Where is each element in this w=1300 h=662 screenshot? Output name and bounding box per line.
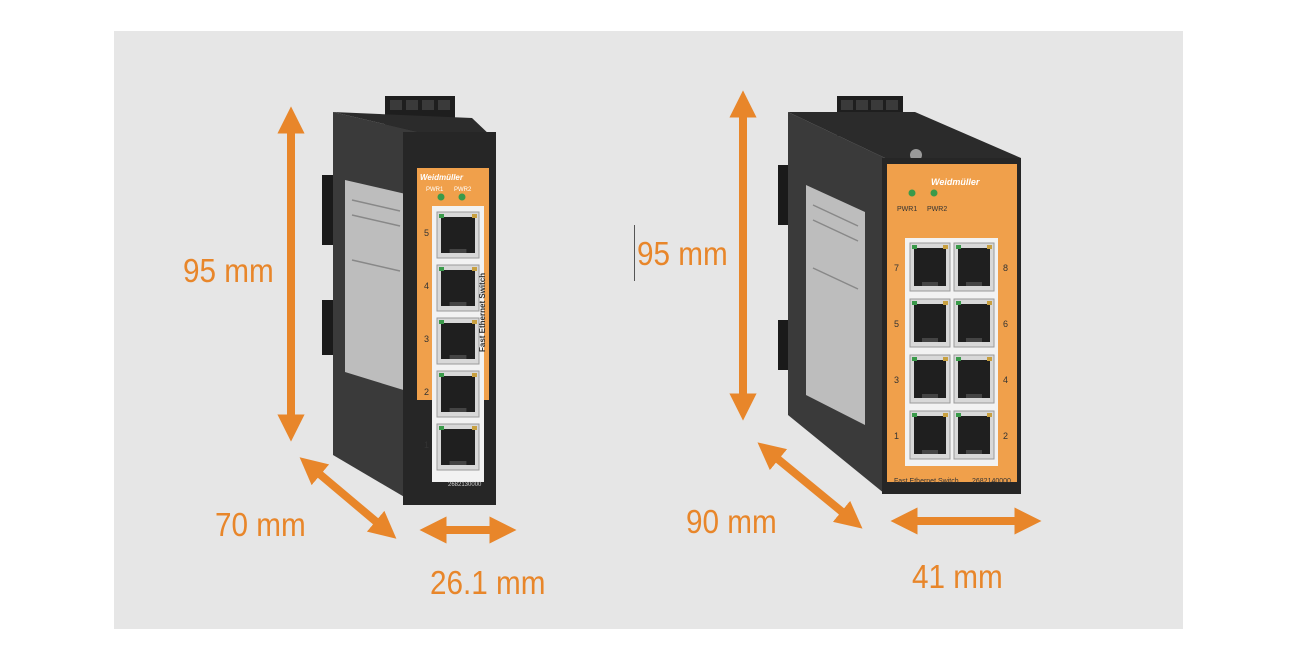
dimension-arrows <box>277 90 1042 544</box>
rj45-port-2 <box>436 370 480 418</box>
port-number-1: 1 <box>894 431 899 441</box>
rj45-port-2 <box>953 410 995 460</box>
svg-text:PWR1: PWR1 <box>426 187 444 193</box>
depth-label-left: 70 mm <box>215 506 306 543</box>
port-number-4: 4 <box>1003 375 1008 385</box>
svg-text:2682140000: 2682140000 <box>972 478 1011 485</box>
port-number-3: 3 <box>424 334 429 344</box>
rj45-port-3 <box>909 354 951 404</box>
led-pwr1-8 <box>908 189 916 197</box>
width-label-left: 26.1 mm <box>430 564 546 601</box>
svg-text:Fast Ethernet Switch: Fast Ethernet Switch <box>894 478 959 485</box>
text-cursor <box>634 225 635 281</box>
rj45-port-1 <box>909 410 951 460</box>
depth-arrow-left <box>299 457 397 539</box>
port-number-8: 8 <box>1003 263 1008 273</box>
svg-text:PWR2: PWR2 <box>927 206 947 213</box>
width-label-right: 41 mm <box>912 558 1003 595</box>
switch-5-article: 2682130000 <box>448 482 482 488</box>
port-number-2: 2 <box>1003 431 1008 441</box>
port-number-5: 5 <box>894 319 899 329</box>
rj45-port-4 <box>953 354 995 404</box>
svg-text:PWR2: PWR2 <box>454 187 472 193</box>
port-number-3: 3 <box>894 375 899 385</box>
rj45-port-5 <box>436 211 480 259</box>
rj45-port-8 <box>953 242 995 292</box>
depth-label-right: 90 mm <box>686 503 777 540</box>
height-label-right: 95 mm <box>637 235 728 272</box>
port-number-1: 1 <box>424 440 429 450</box>
port-number-4: 4 <box>424 281 429 291</box>
switch-5-type-label: Fast Ethernet Switch <box>478 272 487 352</box>
height-label-left: 95 mm <box>183 252 274 289</box>
depth-arrow-right <box>757 442 863 529</box>
rj45-port-1 <box>436 423 480 471</box>
rj45-port-5 <box>909 298 951 348</box>
port-number-7: 7 <box>894 263 899 273</box>
rj45-port-4 <box>436 264 480 312</box>
switch-8-port: Weidmüller PWR1 PWR2 7 5 3 1 8 6 4 2 Fast Ether… <box>778 96 1021 494</box>
rj45-port-6 <box>953 298 995 348</box>
led-pwr2 <box>458 193 466 201</box>
led-pwr1 <box>437 193 445 201</box>
port-number-2: 2 <box>424 387 429 397</box>
port-number-5: 5 <box>424 228 429 238</box>
svg-text:PWR1: PWR1 <box>897 206 917 213</box>
led-pwr2-8 <box>930 189 938 197</box>
brand-logo: Weidmüller <box>420 173 464 182</box>
port-number-6: 6 <box>1003 319 1008 329</box>
rj45-port-7 <box>909 242 951 292</box>
switch-5-port: Weidmüller PWR1 PWR2 5 4 3 2 1 <box>322 96 496 505</box>
rj45-port-3 <box>436 317 480 365</box>
brand-logo-8: Weidmüller <box>931 177 980 187</box>
